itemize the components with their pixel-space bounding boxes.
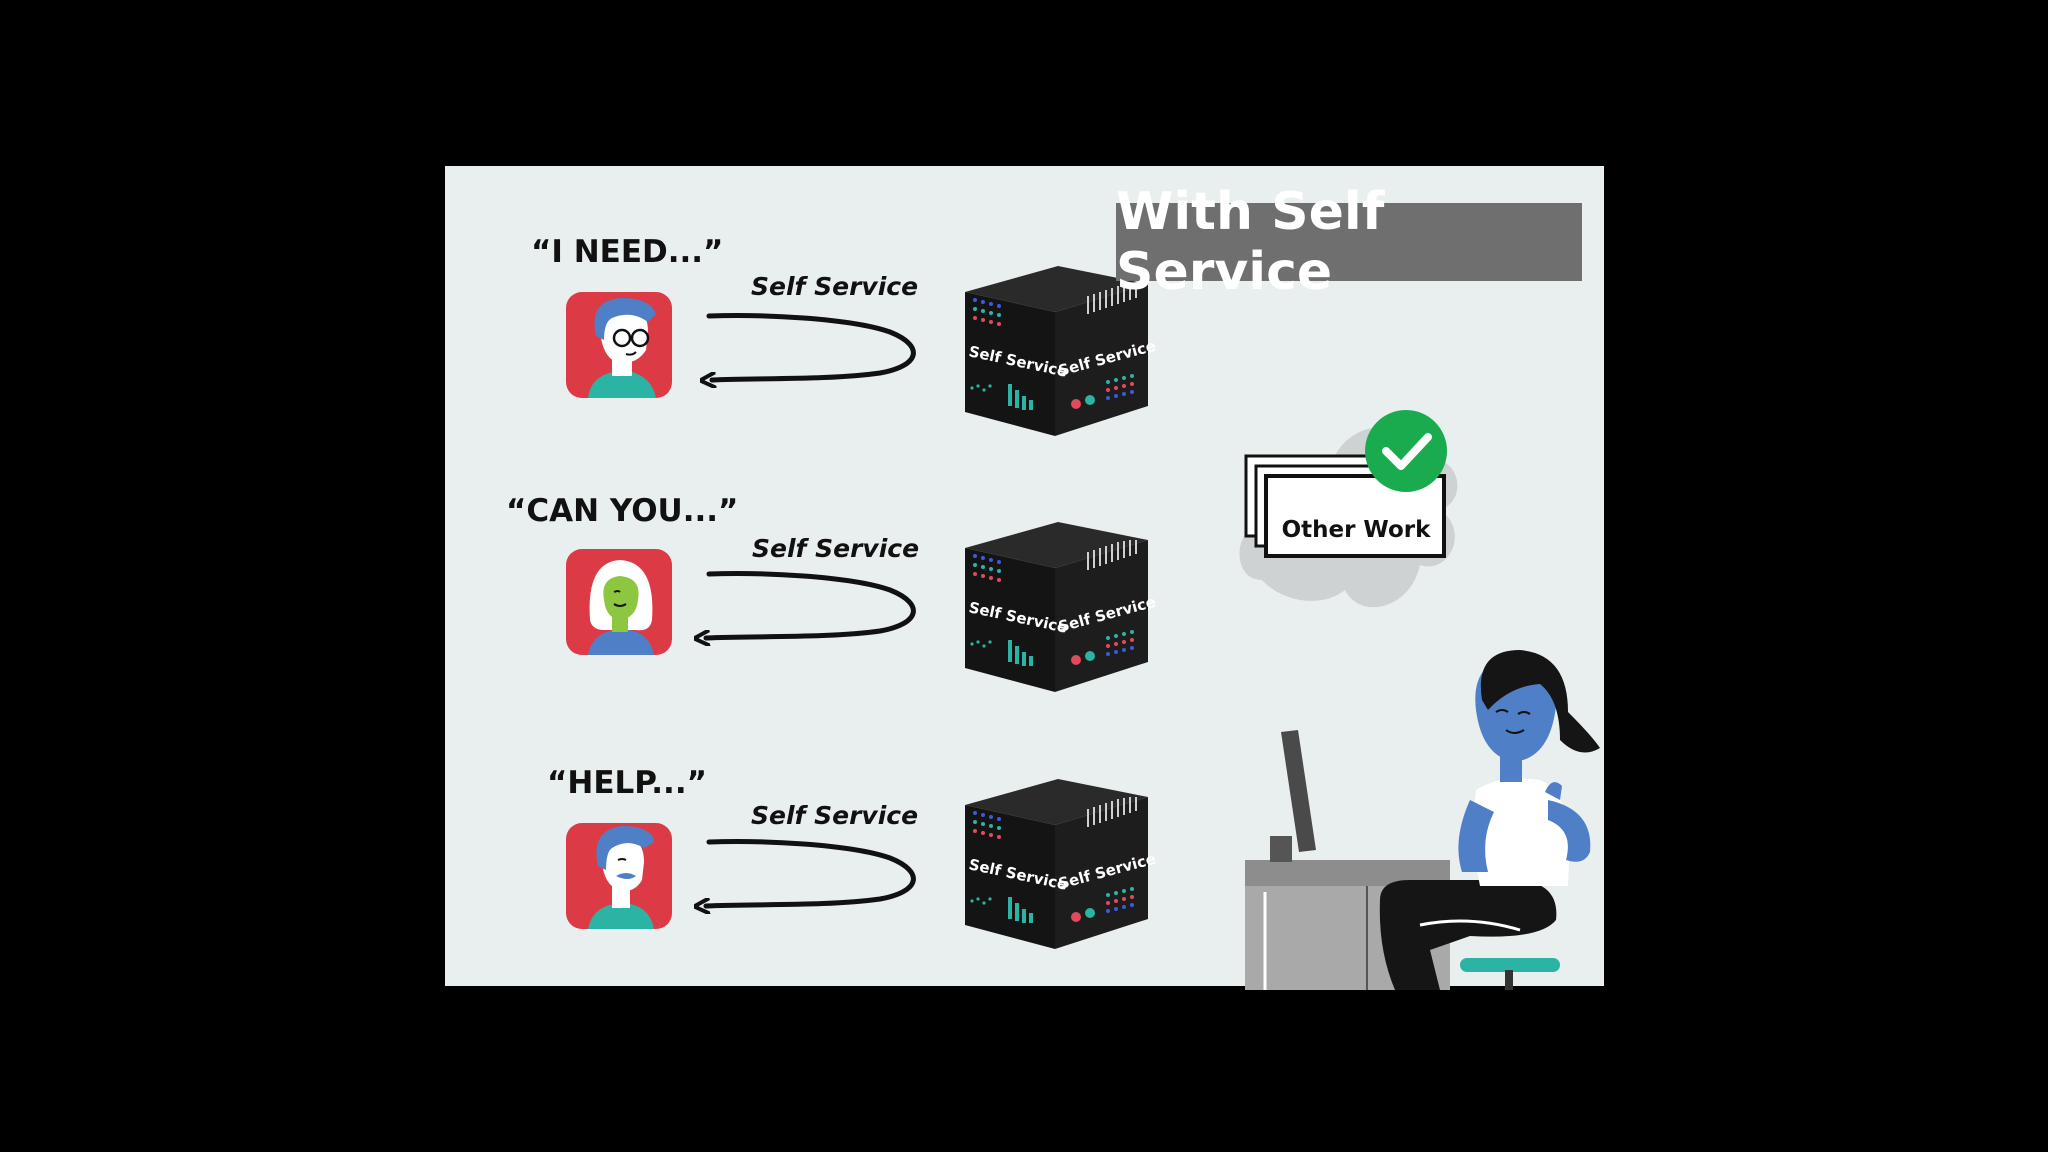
task-card-label: Other Work [1281,517,1431,543]
server-cube-icon [965,779,1148,949]
avatar-man-glasses-icon [566,292,672,398]
arrow-label-3: Self Service [751,801,919,830]
server-cube-icon [965,522,1148,692]
monitor-icon [1270,730,1316,862]
arrow-label-2: Self Service [752,534,920,563]
request-quote-1: “I NEED...” [531,234,724,270]
request-quote-2: “CAN YOU...” [506,493,739,529]
return-arrow-2 [706,571,916,638]
request-quote-3: “HELP...” [547,765,707,801]
check-icon [1365,410,1447,492]
server-cube-icon [965,266,1148,436]
avatar-man-moustache-icon [566,823,672,929]
return-arrow-3 [706,839,916,906]
avatar-woman-icon [566,549,672,655]
return-arrow-1 [709,313,916,380]
arrow-label-1: Self Service [751,272,919,301]
slide-title: With Self Service [1116,182,1582,302]
person-thumbs-up-icon [1379,650,1600,990]
